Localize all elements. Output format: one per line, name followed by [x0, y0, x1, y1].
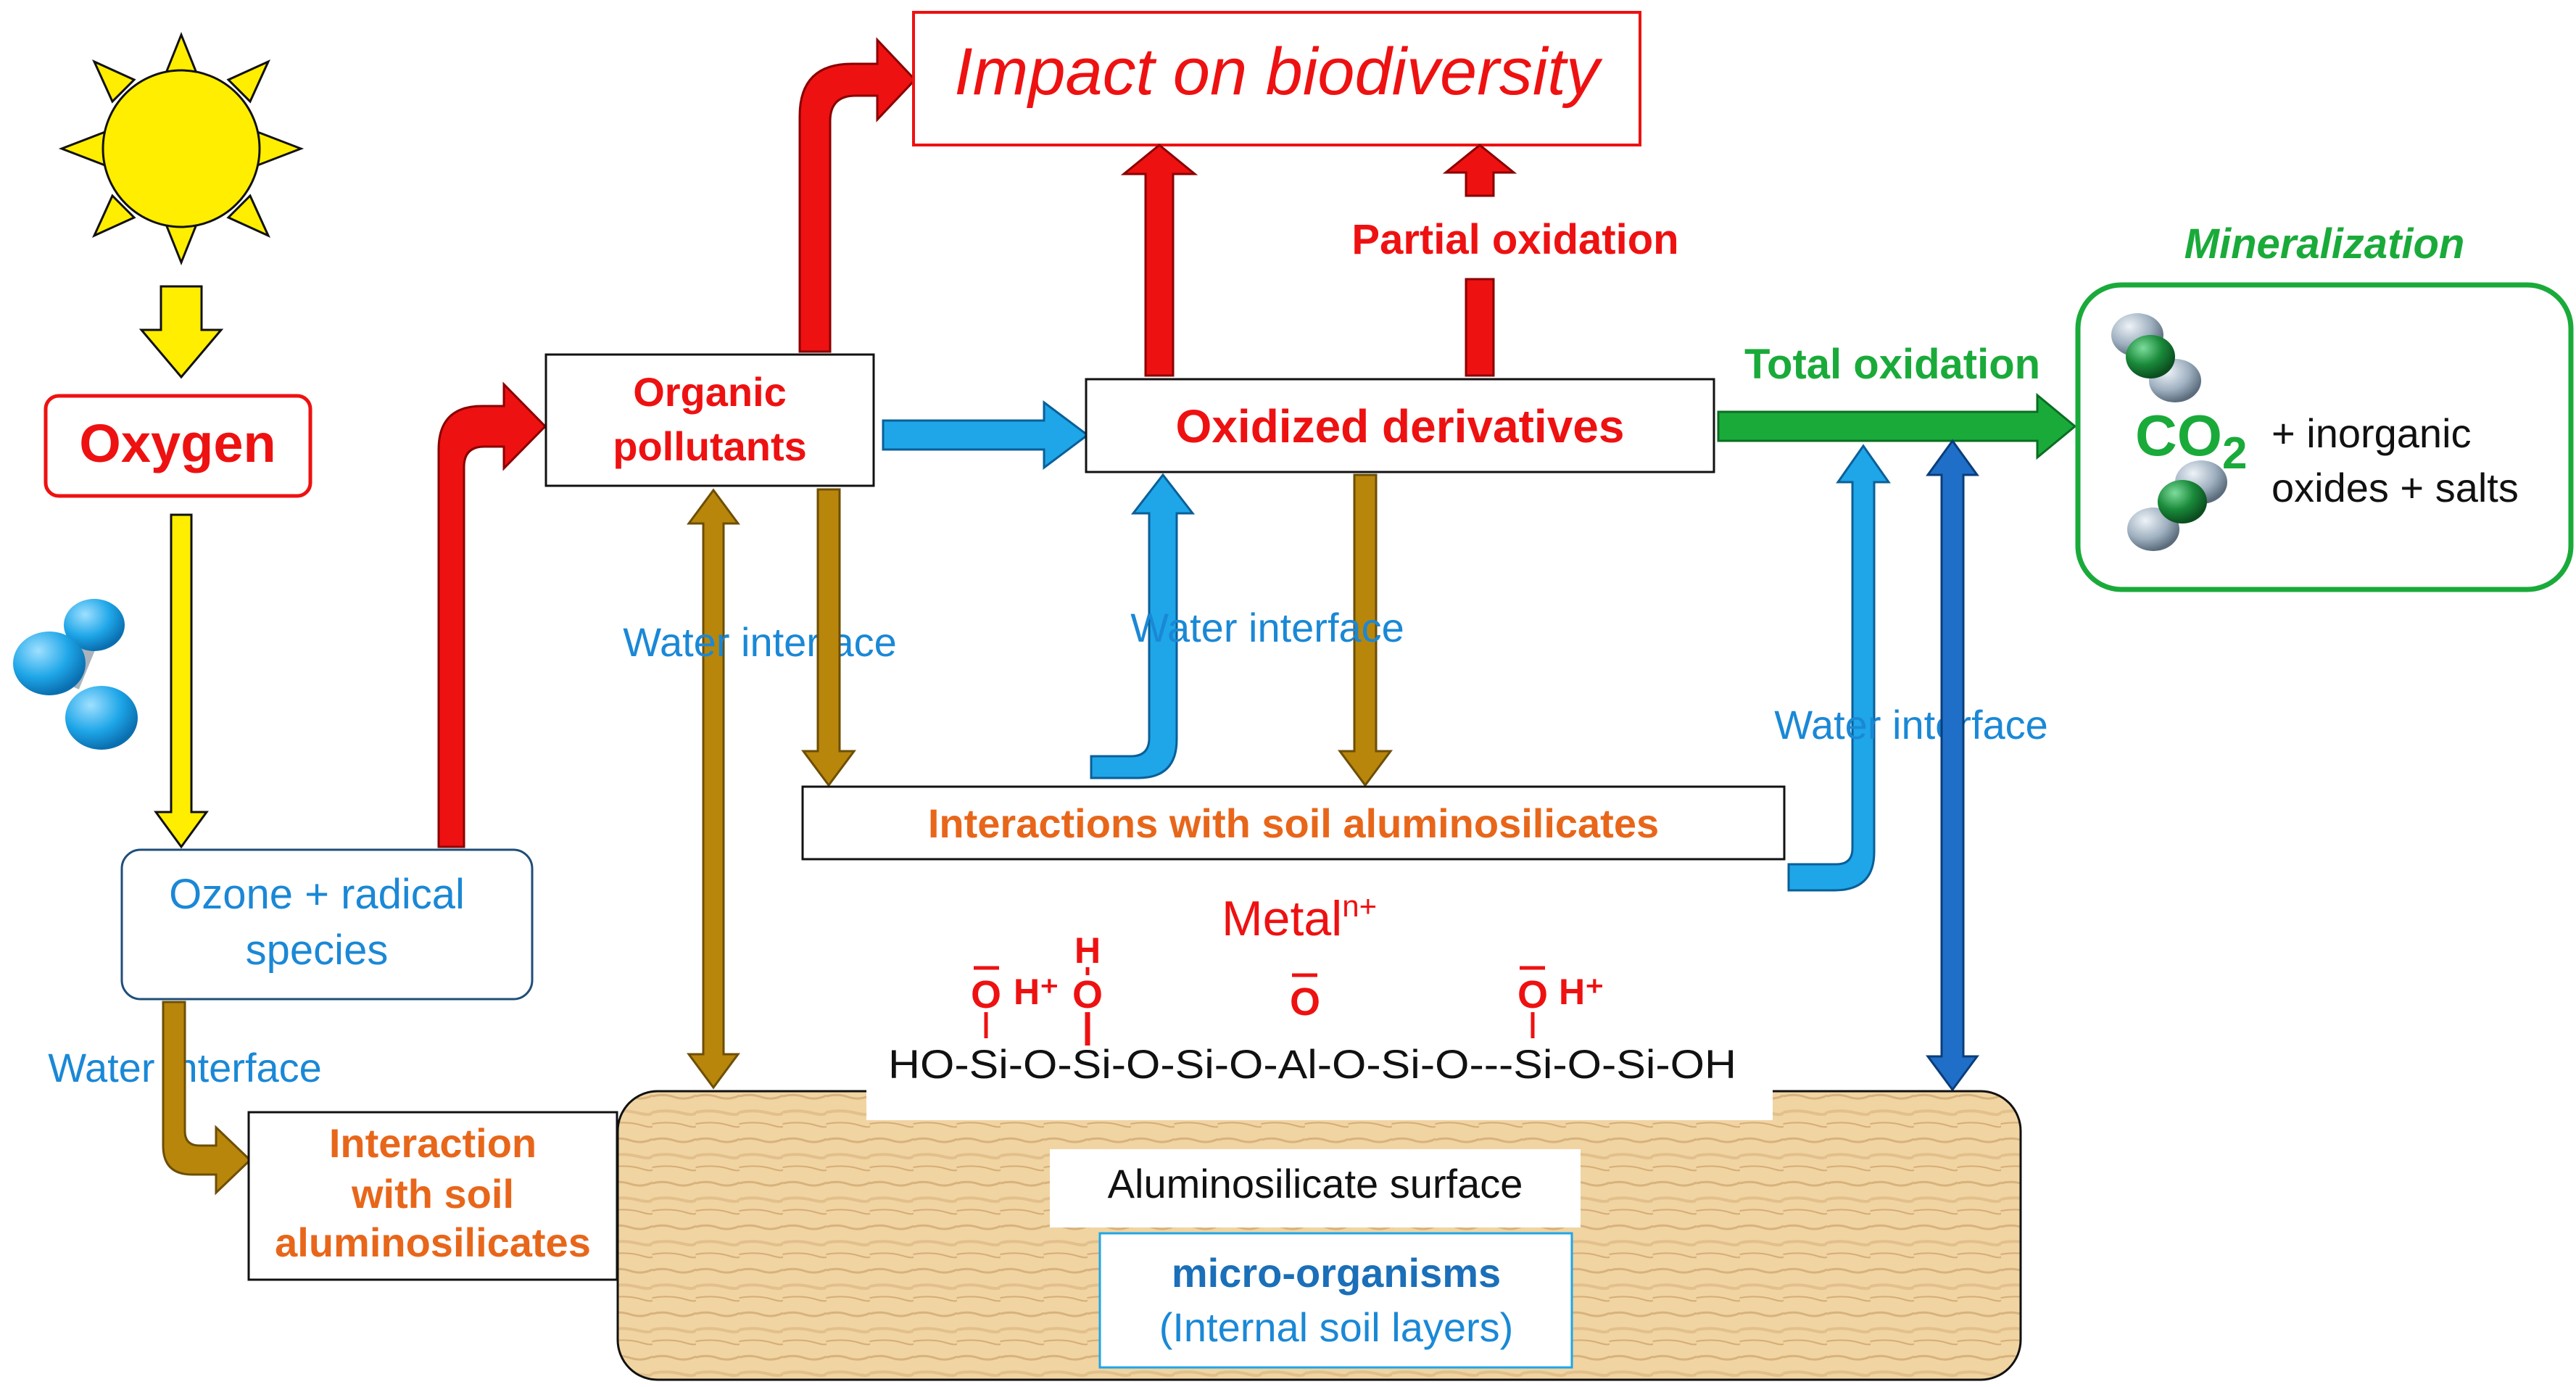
organic-pollutants-box [544, 353, 875, 487]
chain-backing [866, 1015, 1773, 1120]
oxidized-to-interactions-arrow [1338, 473, 1393, 787]
partial-oxidation-arrow-shaft [1465, 278, 1495, 377]
surface-group-oh-2: H O [1072, 930, 1103, 1046]
surface-label: Aluminosilicate surface [1108, 1161, 1523, 1206]
oxygen-box [44, 394, 312, 498]
water-interface-label-3: Water interface [1774, 702, 2048, 748]
group-1-hplus: H⁺ [1014, 972, 1059, 1012]
co2-rest-line1: + inorganic [2271, 410, 2472, 456]
pollutants-to-interactions-arrow [801, 488, 856, 787]
interactions-to-oxidized-arrow [1090, 473, 1196, 779]
sun-to-oxygen-arrow [138, 285, 224, 379]
surface-group-oh-4: O H⁺ [1517, 966, 1604, 1038]
group-4-hplus: H⁺ [1559, 972, 1604, 1012]
oxygen-molecule-icon [13, 599, 138, 750]
impact-box [912, 11, 1641, 146]
surface-group-o-3: O [1290, 973, 1320, 1024]
oxygen-to-ozone-arrow [154, 513, 209, 849]
co2-main: CO [2135, 403, 2222, 468]
interaction-left-box [247, 1111, 618, 1281]
co2-molecule-icon-top [2111, 313, 2201, 402]
sun-icon [58, 31, 305, 266]
oxidized-to-impact-arrow-left [1120, 144, 1198, 377]
oxidized-derivatives-box [1085, 378, 1715, 473]
ozone-label-line2: species [246, 927, 389, 974]
aluminosilicate-chain: HO-Si-O-Si-O-Si-O-Al-O-Si-O---Si-O-Si-OH [888, 1041, 1736, 1087]
interaction-left-line1: Interaction [329, 1120, 537, 1166]
water-interface-label-2: Water interface [1130, 605, 1404, 650]
group-3-o: O [1290, 980, 1320, 1024]
interactions-to-total-arrow [1787, 444, 1891, 892]
mineralization-label: Mineralization [2184, 220, 2465, 268]
pollutants-to-impact-arrow [798, 37, 917, 353]
group-1-o: O [971, 973, 1001, 1017]
metal-base: Metal [1222, 891, 1342, 946]
oxidized-label: Oxidized derivatives [1176, 400, 1625, 452]
interactions-top-label: Interactions with soil aluminosilicates [928, 800, 1659, 846]
partial-oxidation-arrow-head [1442, 144, 1517, 197]
co2-rest-line2: oxides + salts [2271, 465, 2519, 510]
organic-label-line1: Organic [633, 369, 787, 415]
co2-subscript: 2 [2222, 428, 2247, 479]
micro-label-line1: micro-organisms [1172, 1250, 1501, 1296]
surface-label-box [1050, 1149, 1581, 1227]
group-4-o: O [1517, 973, 1548, 1017]
co2-formula: CO2 [2135, 403, 2247, 479]
organic-label-line2: pollutants [613, 423, 807, 469]
metal-label: Metaln+ [1222, 889, 1377, 946]
partial-oxidation-label: Partial oxidation [1351, 216, 1678, 263]
ozone-to-interaction-arrow [162, 1001, 252, 1196]
micro-organisms-box [1098, 1232, 1573, 1369]
group-2-h: H [1074, 930, 1101, 971]
metal-superscript: n+ [1342, 889, 1377, 923]
ozone-label-line1: Ozone + radical [169, 871, 465, 918]
group-2-o: O [1072, 973, 1103, 1017]
ozone-box [120, 848, 534, 1001]
total-oxidation-arrow [1717, 392, 2077, 460]
interaction-left-line2: with soil [351, 1171, 514, 1217]
co2-molecule-icon-bottom [2127, 460, 2227, 551]
interactions-top-box [801, 785, 1786, 861]
surface-total-double-arrow [1926, 439, 1979, 1092]
oxygen-label: Oxygen [79, 413, 276, 473]
interaction-left-line3: aluminosilicates [275, 1220, 591, 1265]
pollutants-surface-double-arrow [687, 488, 740, 1090]
micro-label-line2: (Internal soil layers) [1159, 1304, 1514, 1350]
pollutants-to-oxidized-arrow [882, 400, 1090, 470]
impact-title: Impact on biodiversity [954, 35, 1603, 109]
water-interface-label-1: Water interface [623, 619, 897, 665]
surface-group-oh-1: O H⁺ [971, 966, 1059, 1038]
ozone-to-pollutants-arrow [437, 381, 547, 848]
total-oxidation-label: Total oxidation [1744, 341, 2040, 388]
